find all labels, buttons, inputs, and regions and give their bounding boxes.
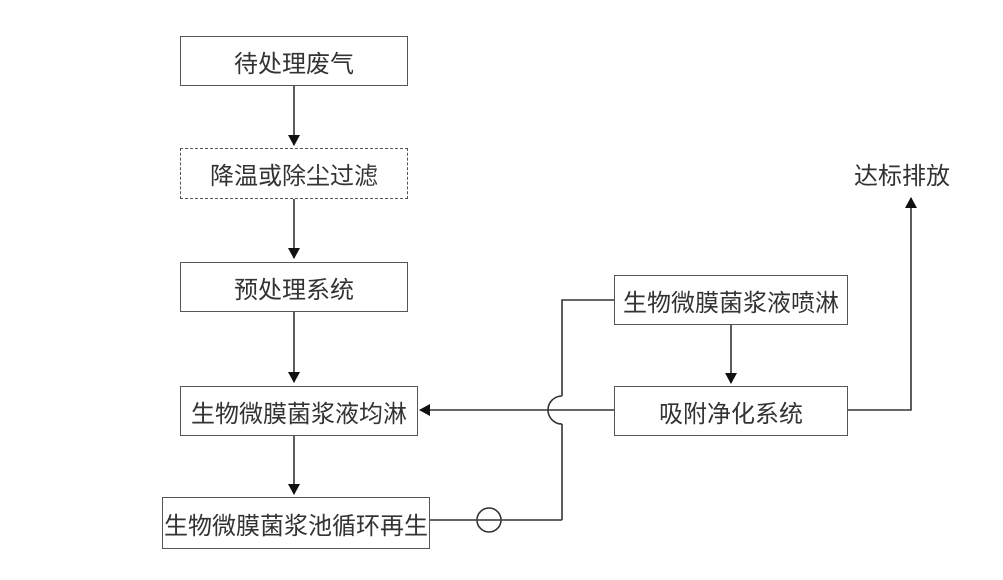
node-cooling-filtration: 降温或除尘过滤 — [180, 148, 408, 199]
node-bio-membrane-even-spray: 生物微膜菌浆液均淋 — [180, 386, 418, 436]
node-bio-membrane-even-spray-label: 生物微膜菌浆液均淋 — [191, 399, 407, 428]
node-cooling-filtration-label: 降温或除尘过滤 — [210, 162, 378, 190]
node-adsorption-purification: 吸附净化系统 — [614, 386, 848, 436]
line-riser-upper-to-spray — [561, 299, 614, 396]
node-pretreatment-system: 预处理系统 — [180, 262, 408, 312]
node-bio-membrane-pool-regeneration-label: 生物微膜菌浆池循环再生 — [164, 511, 428, 540]
node-bio-membrane-spray-label: 生物微膜菌浆液喷淋 — [623, 288, 839, 317]
node-compliant-discharge-label: 达标排放 — [854, 162, 950, 190]
node-bio-membrane-pool-regeneration: 生物微膜菌浆池循环再生 — [162, 497, 430, 549]
arrow-adsorption-to-discharge — [848, 197, 917, 411]
node-compliant-discharge: 达标排放 — [854, 156, 950, 191]
node-adsorption-purification-label: 吸附净化系统 — [659, 399, 803, 428]
node-bio-membrane-spray: 生物微膜菌浆液喷淋 — [614, 275, 848, 325]
node-waste-gas-label: 待处理废气 — [234, 49, 354, 78]
node-pretreatment-system-label: 预处理系统 — [234, 275, 354, 304]
node-waste-gas: 待处理废气 — [180, 36, 408, 86]
